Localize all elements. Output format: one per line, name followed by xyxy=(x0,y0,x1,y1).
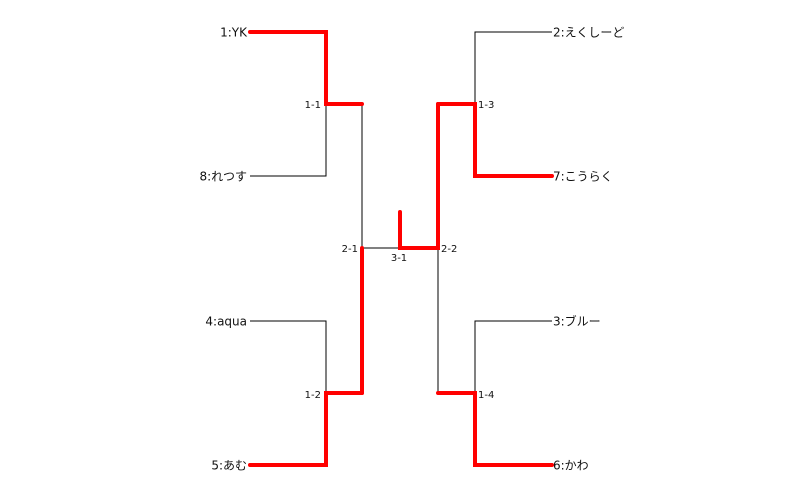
match-label-m1-2: 1-2 xyxy=(305,390,321,401)
match-label-m2-2: 2-2 xyxy=(441,244,457,255)
match-label-m1-4: 1-4 xyxy=(478,390,494,401)
line-p2 xyxy=(474,31,552,104)
match-labels: 1-1 1-2 1-3 1-4 2-1 2-2 3-1 xyxy=(305,100,495,401)
player-label-p8: 8:れつす xyxy=(200,170,247,184)
line-p4 xyxy=(250,320,327,393)
winner-paths xyxy=(248,30,554,467)
win-path-m2-2 xyxy=(398,102,440,250)
win-path-m1-2 xyxy=(248,391,364,467)
player-label-p2: 2:えくしーど xyxy=(553,26,624,40)
player-labels: 1:YK 8:れつす 4:aqua 5:あむ 2:えくしーど 7:こうらく 3:… xyxy=(200,26,625,473)
match-label-m1-3: 1-3 xyxy=(478,100,494,111)
player-label-p5: 5:あむ xyxy=(211,459,247,473)
player-label-p3: 3:ブルー xyxy=(553,314,601,329)
match-label-m3-1: 3-1 xyxy=(391,253,407,264)
line-p3 xyxy=(474,320,552,393)
match-label-m2-1: 2-1 xyxy=(342,244,358,255)
player-label-p1: 1:YK xyxy=(220,26,248,40)
match-label-m1-1: 1-1 xyxy=(305,100,321,111)
win-path-m1-4 xyxy=(436,391,554,467)
win-path-m1-1 xyxy=(248,30,364,106)
bracket-lines xyxy=(250,31,552,393)
player-label-p6: 6:かわ xyxy=(553,459,589,473)
line-p8 xyxy=(250,104,327,177)
player-label-p7: 7:こうらく xyxy=(553,170,613,184)
player-label-p4: 4:aqua xyxy=(205,315,247,329)
win-path-m1-3 xyxy=(436,102,554,178)
